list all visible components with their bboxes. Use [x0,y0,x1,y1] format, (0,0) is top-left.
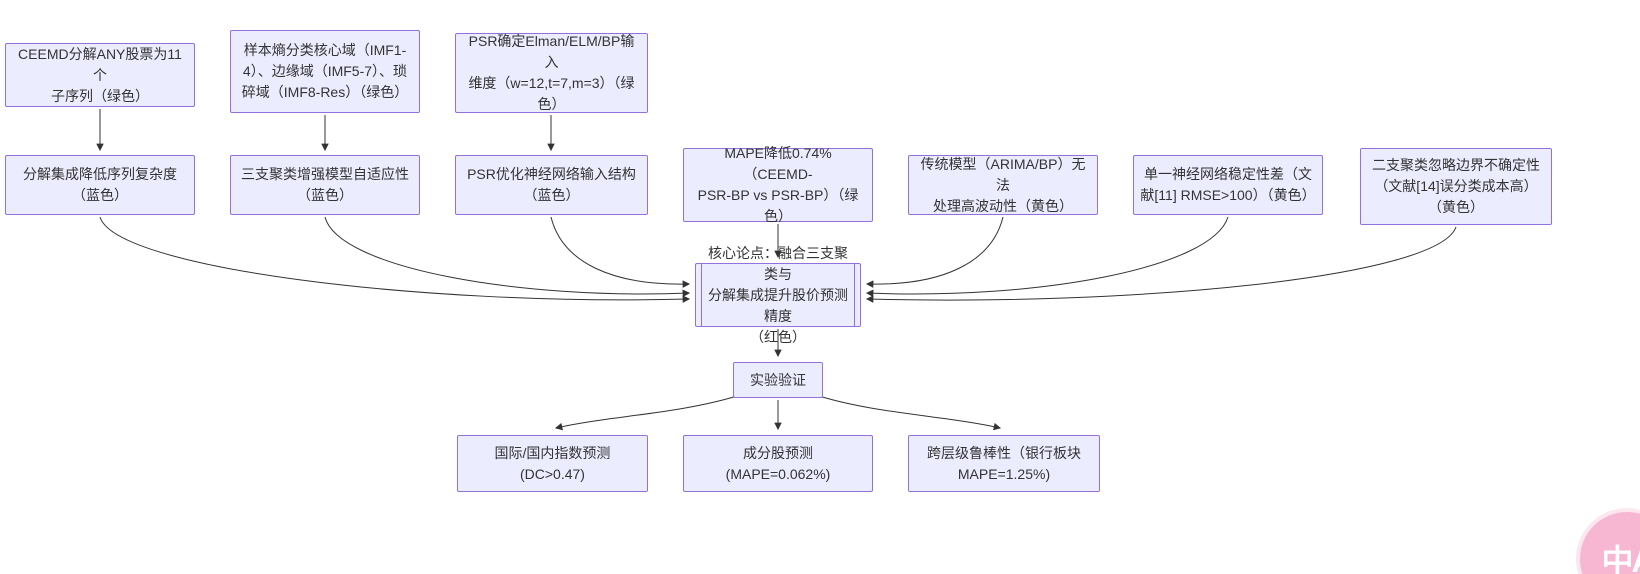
node-decompose-reduce-complexity: 分解集成降低序列复杂度 （蓝色） [5,155,195,215]
node-index-prediction: 国际/国内指数预测 (DC>0.47) [457,435,648,492]
node-ceemd-decompose: CEEMD分解ANY股票为11个 子序列（绿色） [5,43,195,107]
translate-button[interactable]: 中A [1580,512,1640,574]
node-single-nn-instability: 单一神经网络稳定性差（文 献[11] RMSE>100）（黄色） [1133,155,1323,215]
node-psr-input-dimension: PSR确定Elman/ELM/BP输入 维度（w=12,t=7,m=3）（绿 色… [455,33,648,113]
node-cross-level-robustness: 跨层级鲁棒性（银行板块 MAPE=1.25%) [908,435,1100,492]
translate-icon: 中A [1601,543,1640,574]
node-core-thesis: 核心论点：融合三支聚类与 分解集成提升股价预测精度 （红色） [695,245,861,345]
node-sample-entropy-classify: 样本熵分类核心域（IMF1- 4）、边缘域（IMF5-7）、琐 碎域（IMF8-… [230,30,420,113]
node-psr-optimize-structure: PSR优化神经网络输入结构 （蓝色） [455,155,648,215]
node-constituent-prediction: 成分股预测 (MAPE=0.062%) [683,435,873,492]
node-traditional-model-limit: 传统模型（ARIMA/BP）无法 处理高波动性（黄色） [908,155,1098,215]
node-mape-reduction: MAPE降低0.74%（CEEMD- PSR-BP vs PSR-BP）（绿 色… [683,145,873,224]
node-experiment-validation: 实验验证 [733,362,823,398]
node-two-way-boundary-uncertainty: 二支聚类忽略边界不确定性 （文献[14]误分类成本高） （黄色） [1360,148,1552,225]
node-three-way-adaptivity: 三支聚类增强模型自适应性 （蓝色） [230,155,420,215]
